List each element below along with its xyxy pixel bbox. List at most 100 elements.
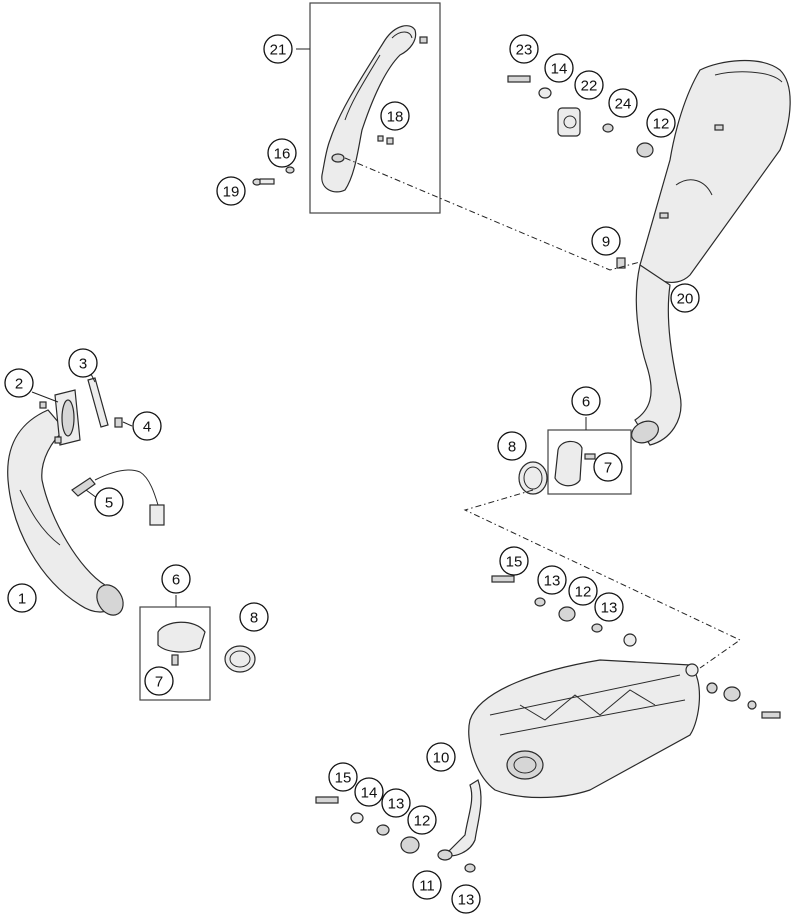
callout-number: 24 — [615, 96, 632, 113]
callout-circle — [593, 452, 623, 482]
bolt-23 — [507, 75, 531, 83]
manifold-flange — [39, 389, 81, 446]
callout-14: 14 — [354, 777, 384, 807]
callout-7: 7 — [144, 666, 174, 696]
callout-circle — [239, 602, 269, 632]
callout-12: 12 — [407, 805, 437, 835]
callout-12: 12 — [568, 576, 598, 606]
callout-number: 16 — [274, 146, 291, 163]
callout-number: 18 — [387, 109, 404, 126]
callout-6: 6 — [571, 386, 601, 416]
callout-circle — [544, 53, 574, 83]
callout-12: 12 — [646, 108, 676, 138]
spacer-24 — [602, 123, 614, 133]
leader-line — [31, 391, 59, 403]
callout-circle — [571, 386, 601, 416]
callout-24: 24 — [608, 88, 638, 118]
callout-number: 13 — [544, 573, 561, 590]
callout-circle — [216, 176, 246, 206]
callout-number: 5 — [105, 495, 113, 512]
callout-circle — [132, 411, 162, 441]
callout-number: 12 — [653, 116, 670, 133]
callout-20: 20 — [670, 283, 700, 313]
callout-15: 15 — [499, 546, 529, 576]
callout-number: 22 — [581, 78, 598, 95]
callout-circle — [499, 546, 529, 576]
heat-shield — [321, 25, 417, 193]
washer-14-lower — [350, 812, 364, 824]
bolt-15-upper — [491, 575, 515, 583]
callout-11: 11 — [412, 870, 442, 900]
callout-2: 2 — [4, 368, 34, 398]
washer-13-lower-a — [376, 824, 390, 836]
callout-circle — [94, 487, 124, 517]
screw-19 — [252, 178, 275, 186]
callout-number: 10 — [433, 750, 450, 767]
callout-circle — [509, 34, 539, 64]
callout-15: 15 — [328, 762, 358, 792]
callout-circle — [537, 565, 567, 595]
callout-number: 3 — [79, 356, 87, 373]
callout-19: 19 — [216, 176, 246, 206]
callout-circle — [646, 108, 676, 138]
bolt-right — [761, 711, 781, 719]
leader-line — [122, 421, 133, 427]
callout-circle — [451, 884, 481, 914]
callout-number: 13 — [388, 796, 405, 813]
callout-number: 13 — [458, 892, 475, 909]
heat-shield-clips — [377, 36, 428, 145]
callout-4: 4 — [132, 411, 162, 441]
callout-number: 20 — [677, 291, 694, 308]
callout-10: 10 — [426, 742, 456, 772]
callout-16: 16 — [267, 138, 297, 168]
callout-number: 7 — [604, 460, 612, 477]
callout-circle — [670, 283, 700, 313]
callout-3: 3 — [68, 348, 98, 378]
callout-number: 9 — [602, 234, 610, 251]
callout-23: 23 — [509, 34, 539, 64]
callout-number: 15 — [335, 770, 352, 787]
callout-circle — [354, 777, 384, 807]
washer-16 — [285, 166, 295, 174]
callout-number: 2 — [15, 376, 23, 393]
callout-number: 6 — [172, 572, 180, 589]
rubber-right — [723, 686, 741, 702]
callout-circle — [407, 805, 437, 835]
callout-7: 7 — [593, 452, 623, 482]
callout-circle — [263, 34, 293, 64]
gasket-ring-left — [224, 645, 256, 673]
leader-line — [85, 489, 98, 499]
callout-number: 15 — [506, 554, 523, 571]
callout-number: 12 — [414, 813, 431, 830]
assembly-line-heatshield — [344, 157, 641, 271]
nut-4 — [114, 417, 123, 428]
callout-13: 13 — [594, 592, 624, 622]
callout-circle — [161, 564, 191, 594]
callout-6: 6 — [161, 564, 191, 594]
callout-circle — [412, 870, 442, 900]
callout-circle — [594, 592, 624, 622]
callout-number: 13 — [601, 600, 618, 617]
silencer-bracket — [557, 107, 581, 137]
callout-5: 5 — [94, 487, 124, 517]
rubber-12-top — [636, 142, 654, 158]
callout-22: 22 — [574, 70, 604, 100]
lambda-sensor — [71, 469, 165, 526]
callout-number: 14 — [551, 61, 568, 78]
bolt-15-lower — [315, 796, 339, 804]
manifold-pipe — [7, 409, 124, 616]
callout-number: 1 — [18, 591, 26, 608]
gasket-3 — [87, 377, 109, 428]
rubber-12-upper — [558, 606, 576, 622]
callout-circle — [267, 138, 297, 168]
callout-number: 6 — [582, 394, 590, 411]
callout-number: 11 — [419, 878, 435, 895]
pre-silencer — [468, 633, 701, 799]
callout-circle — [4, 368, 34, 398]
callout-1: 1 — [7, 583, 37, 613]
callout-circle — [7, 583, 37, 613]
callout-number: 23 — [516, 42, 533, 59]
callout-circle — [68, 348, 98, 378]
callout-13: 13 — [381, 788, 411, 818]
callout-13: 13 — [537, 565, 567, 595]
